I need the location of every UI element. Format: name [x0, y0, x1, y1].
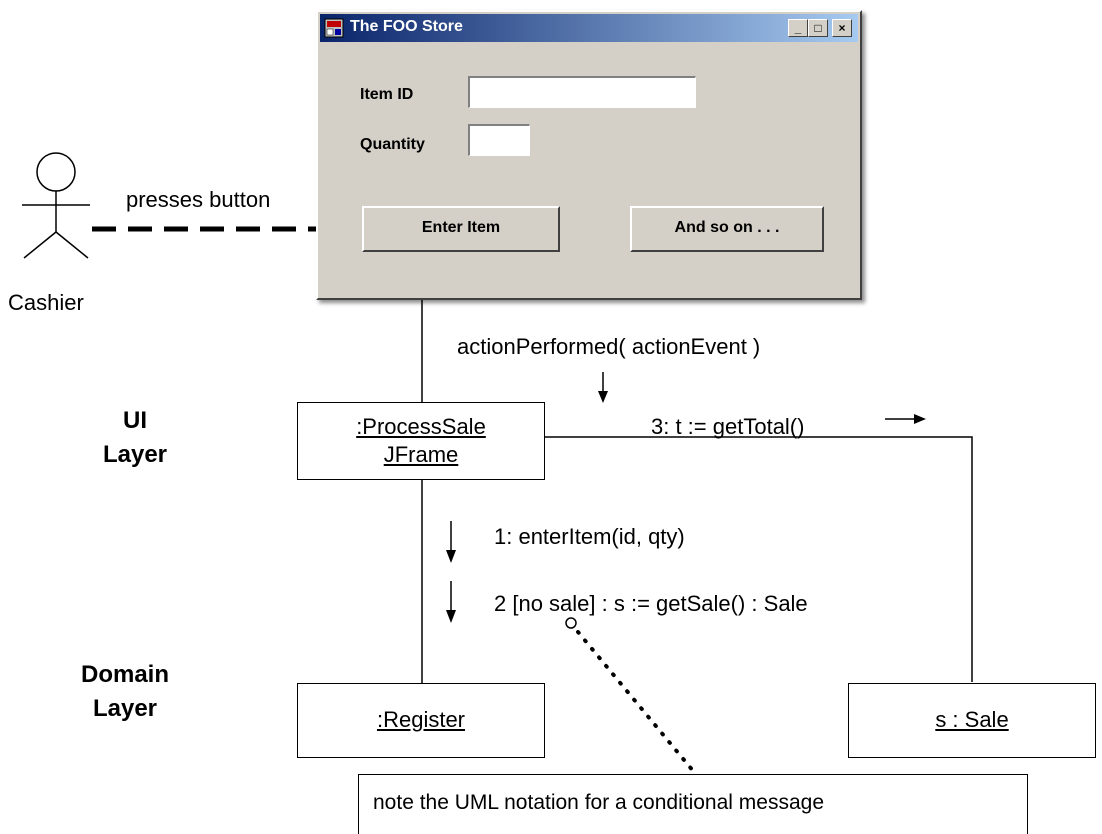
minimize-button[interactable]: _: [788, 19, 808, 37]
sale-name: s : Sale: [935, 707, 1009, 732]
maximize-button[interactable]: □: [808, 19, 828, 37]
register-box: :Register: [297, 683, 545, 758]
presses-button-arrow: [92, 219, 339, 239]
getTotal-link-line: [544, 436, 973, 682]
ui-layer-line2: Layer: [102, 441, 168, 468]
domain-layer-line1: Domain: [80, 661, 169, 688]
condition-anchor-circle: [565, 617, 577, 629]
item-id-input[interactable]: [468, 76, 696, 108]
ui-layer-line1: UI: [123, 407, 147, 434]
domain-layer-line2: Layer: [92, 695, 158, 722]
quantity-input[interactable]: [468, 124, 530, 156]
enter-item-button[interactable]: Enter Item: [362, 206, 560, 252]
window-title: The FOO Store: [350, 18, 463, 35]
get-sale-arrow: [446, 581, 456, 623]
note-dotted-line: [576, 630, 696, 774]
enter-item-message: 1: enterItem(id, qty): [494, 524, 685, 549]
process-sale-name: :ProcessSale: [356, 414, 486, 439]
actor-name: Cashier: [8, 290, 84, 315]
jframe-name: JFrame: [383, 442, 459, 467]
item-id-label: Item ID: [360, 86, 414, 103]
action-performed-message: actionPerformed( actionEvent ): [457, 334, 761, 359]
process-sale-jframe-box: :ProcessSale JFrame: [297, 402, 545, 480]
enter-item-arrow: [446, 521, 456, 563]
get-sale-message: 2 [no sale] : s := getSale() : Sale: [494, 591, 808, 616]
getTotal-arrow: [885, 414, 926, 424]
window-titlebar[interactable]: The FOO Store _ □ ×: [320, 14, 858, 42]
uml-note: note the UML notation for a conditional …: [358, 774, 1028, 834]
action-performed-arrow: [598, 372, 608, 403]
note-text: note the UML notation for a conditional …: [373, 791, 824, 814]
close-button[interactable]: ×: [832, 19, 852, 37]
cashier-actor-figure: [22, 152, 90, 259]
domain-layer-label: Domain Layer: [50, 658, 200, 726]
presses-button-label: presses button: [126, 187, 271, 212]
app-icon: [324, 18, 344, 38]
sale-box: s : Sale: [848, 683, 1096, 758]
register-name: :Register: [376, 707, 466, 732]
and-so-on-button[interactable]: And so on . . .: [630, 206, 824, 252]
ui-layer-label: UI Layer: [60, 404, 210, 472]
foo-store-window: The FOO Store _ □ × Item ID Quantity Ent…: [316, 10, 862, 300]
quantity-label: Quantity: [360, 136, 425, 153]
get-total-message: 3: t := getTotal(): [651, 414, 805, 439]
